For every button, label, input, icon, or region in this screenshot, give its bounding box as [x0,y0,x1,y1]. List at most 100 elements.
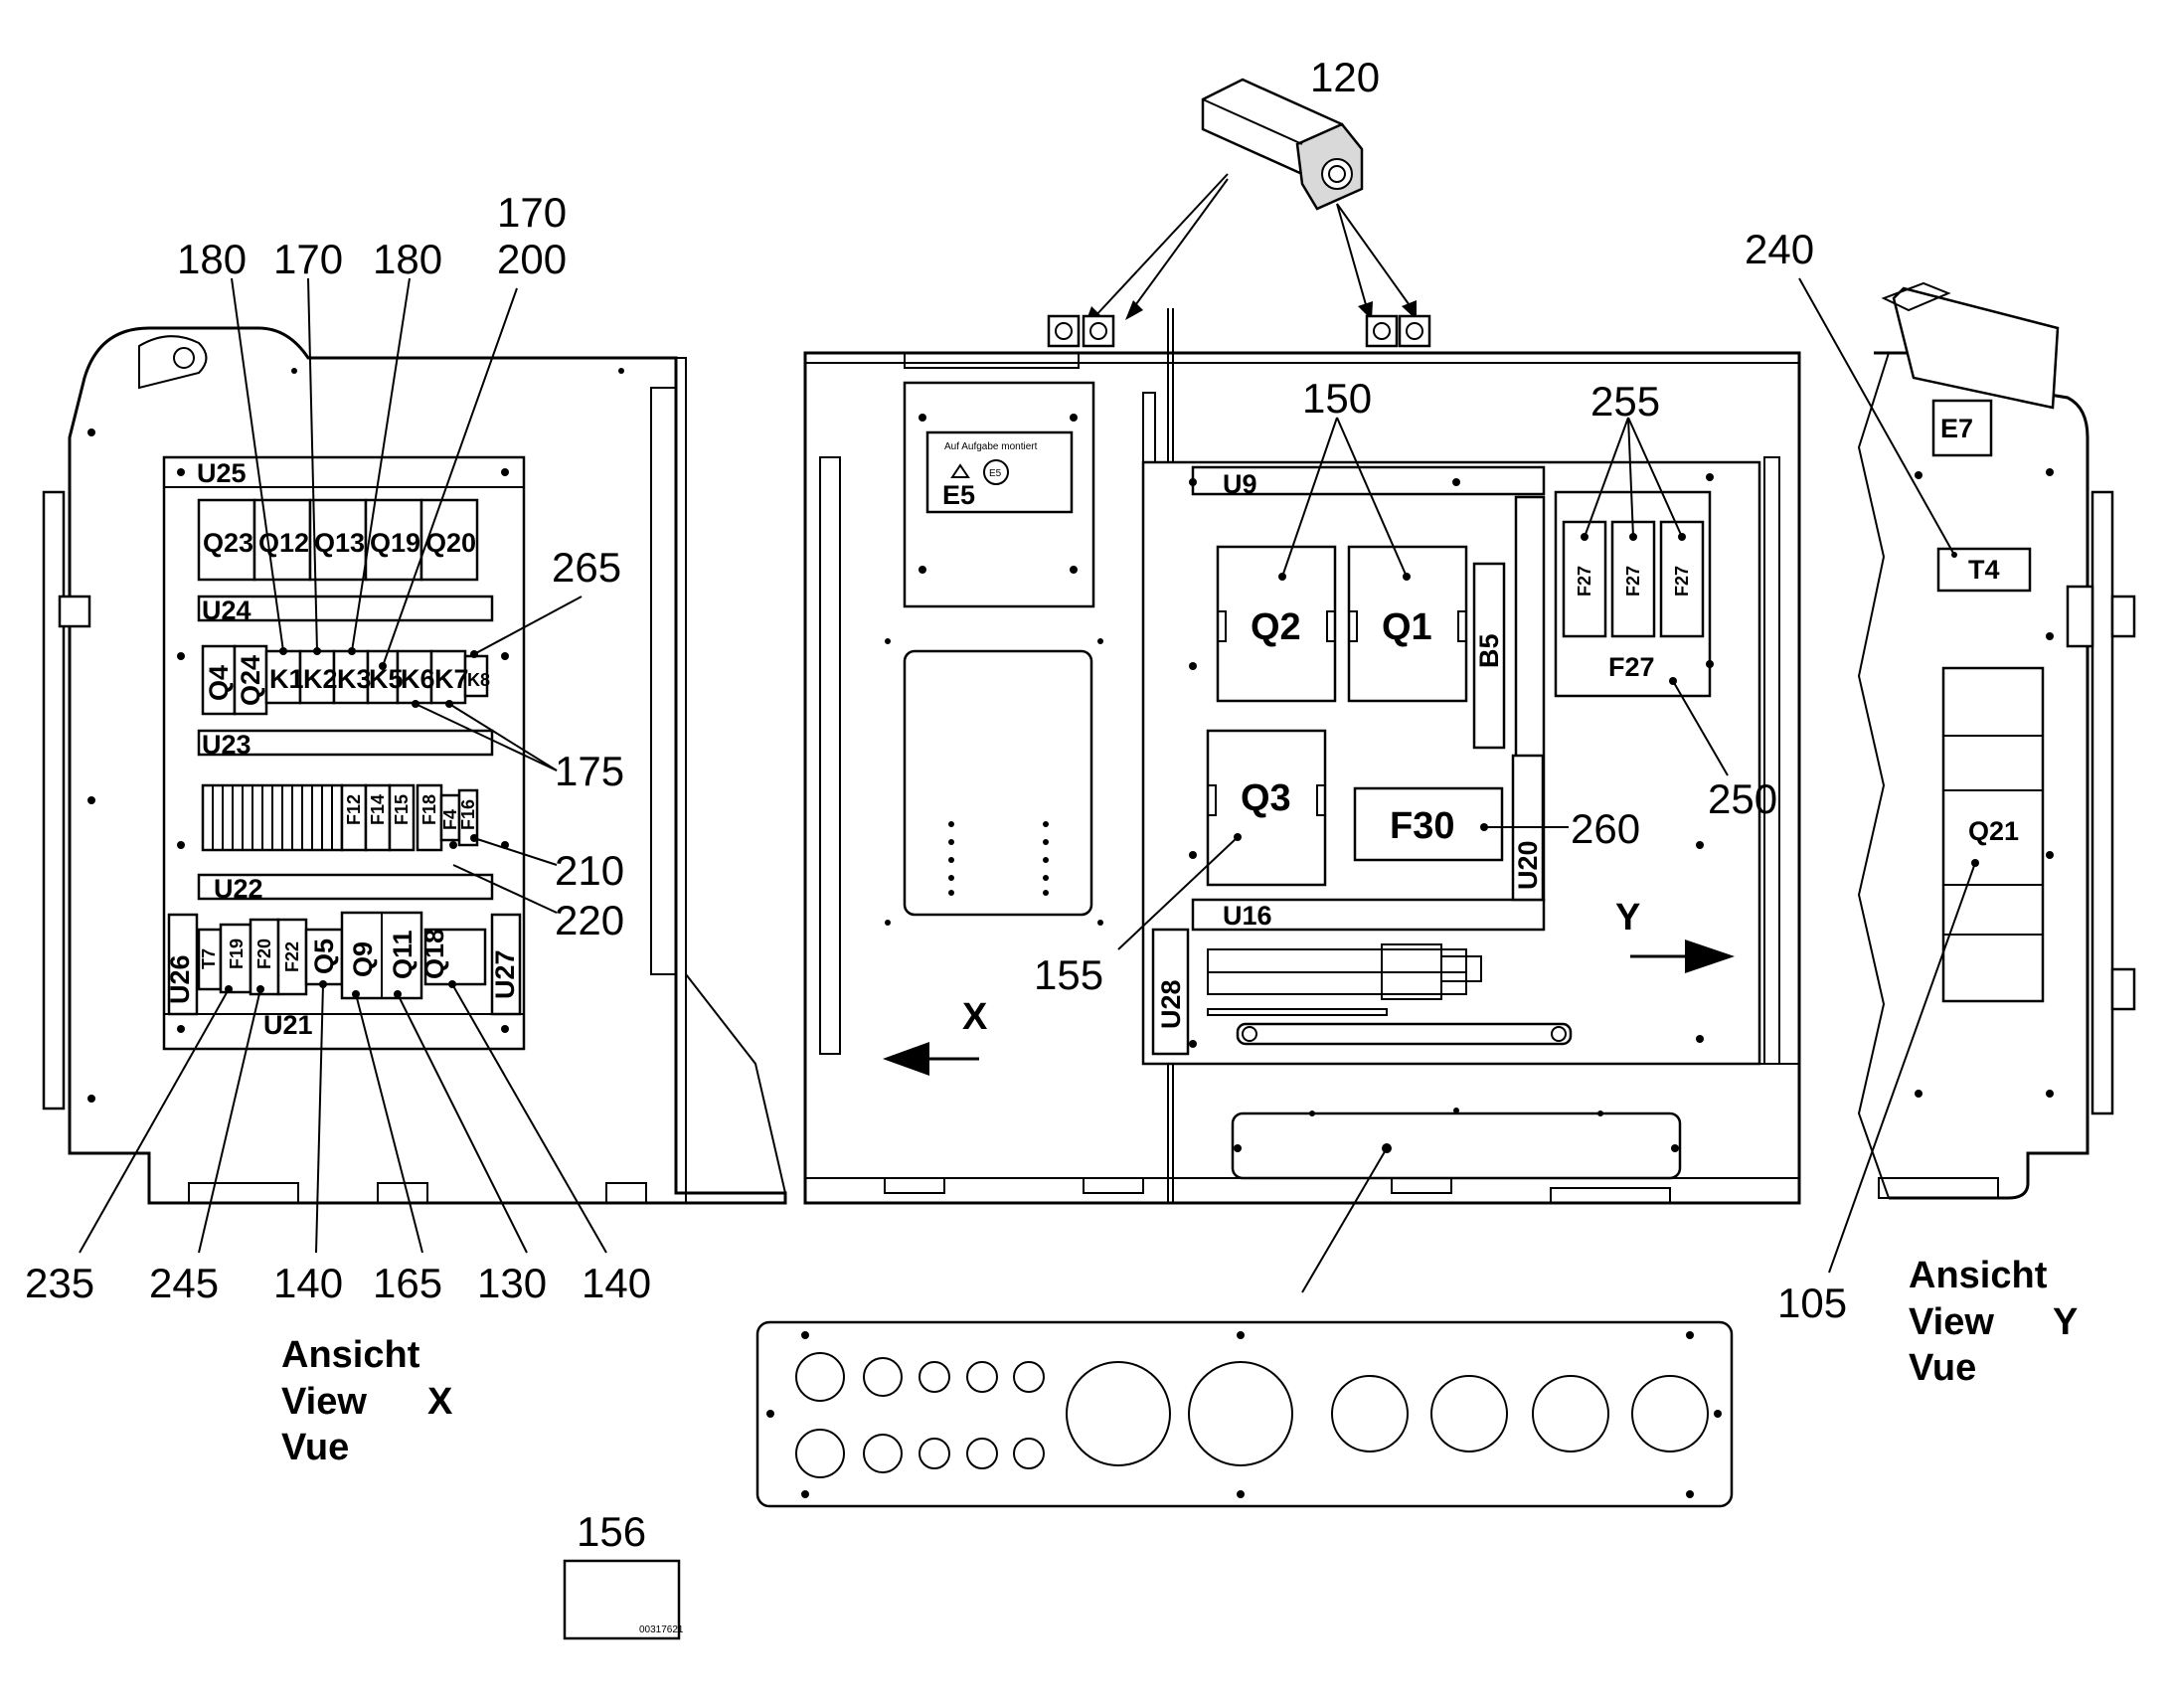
callout-156: 156 [577,1508,646,1555]
fuse-f18: F18 [419,794,439,825]
q2-label: Q2 [1251,606,1301,648]
k7-label: K7 [434,664,469,694]
caption-y-view: View [1909,1301,1994,1343]
callout-255: 255 [1590,378,1660,425]
view-x-screws [87,368,624,1103]
breaker-q19: Q19 [370,528,420,558]
callout-170b: 170 [497,189,567,236]
q24-label: Q24 [236,655,265,706]
k6-label: K6 [401,664,435,694]
fuse-f15: F15 [392,794,412,825]
f27c-label: F27 [1672,566,1692,597]
direction-arrows: X Y [883,897,1735,1076]
k8-label: K8 [467,670,490,690]
callout-245: 245 [149,1260,219,1306]
callout-210: 210 [555,847,624,894]
fuse-f4: F4 [440,809,460,830]
rail-u22: U22 [214,874,263,904]
f30-label: F30 [1390,805,1454,847]
callout-265: 265 [552,544,621,591]
breaker-q23: Q23 [203,528,253,558]
f27b-label: F27 [1623,566,1643,597]
u9-label: U9 [1223,469,1257,499]
rail-u24: U24 [202,596,251,625]
k2-label: K2 [303,664,338,694]
f27-main-label: F27 [1608,652,1655,682]
view-y-cabinet: E7 T4 Q21 [1857,281,2136,1200]
f19-label: F19 [227,939,247,969]
rail-u25: U25 [197,458,247,488]
view-x-cabinet: U25 U24 U23 U22 U21 U26 U27 Q23 Q12 Q13 … [42,326,787,1205]
breaker-q13: Q13 [314,528,365,558]
t7-label: T7 [199,948,219,969]
callout-140b: 140 [582,1260,651,1306]
q18-label: Q18 [419,929,449,979]
q11-label: Q11 [388,930,418,979]
fuse-f14: F14 [368,794,388,825]
e5-label: E5 [942,480,975,510]
callout-155: 155 [1034,951,1103,998]
callout-175: 175 [555,748,624,794]
callout-165: 165 [373,1260,442,1306]
q9-label: Q9 [348,941,378,977]
callout-250: 250 [1708,775,1777,822]
label-156-small: 00317621 [639,1624,684,1635]
callout-260: 260 [1571,805,1640,852]
callout-170a: 170 [273,236,343,282]
callout-140a: 140 [273,1260,343,1306]
rail-u23: U23 [202,730,251,760]
u28-label: U28 [1156,979,1186,1029]
e5-small-label: E5 [989,468,1002,479]
callout-180a: 180 [177,236,247,282]
callout-180b: 180 [373,236,442,282]
cable-gland-plate [755,1320,1734,1508]
k1-label: K1 [269,664,304,694]
q3-label: Q3 [1241,777,1291,819]
view-y-caption: Ansicht View Vue Y [1909,1255,2078,1389]
callout-235: 235 [25,1260,94,1306]
view-x-callouts: 180 170 180 170 200 265 175 210 220 235 … [25,189,651,1306]
view-y-callouts: 240 105 [1745,226,1976,1326]
top-breakers-row: Q23 Q12 Q13 Q19 Q20 [197,498,479,582]
fuse-f12: F12 [344,794,364,825]
caption-y-ansicht: Ansicht [1909,1255,2048,1296]
arrow-x-label: X [962,996,988,1038]
callout-120: 120 [1310,54,1380,100]
f22-label: F22 [282,941,302,972]
cable-entry-plate-inset [1231,1108,1682,1180]
u20-label: U20 [1513,840,1543,890]
k3-label: K3 [337,664,372,694]
q21-label: Q21 [1968,816,2019,846]
bottom-device-row: T7 F19 F20 F22 Q5 Q9 Q11 Q18 [197,911,487,1000]
view-x-caption: Ansicht View Vue X [281,1334,453,1468]
q1-label: Q1 [1382,606,1432,648]
label-plate-156: 00317621 156 [563,1508,684,1640]
rail-u27: U27 [490,949,520,999]
caption-y-vue: Vue [1909,1347,1976,1389]
main-cabinet: Auf Aufgabe montiert E5 E5 U9 U16 U20 U2… [803,308,1801,1205]
caption-y-letter: Y [2053,1301,2078,1343]
q5-label: Q5 [309,939,339,974]
callout-200: 200 [497,236,567,282]
b5-label: B5 [1474,633,1504,668]
caption-x-ansicht: Ansicht [281,1334,420,1376]
component-120: 120 [1047,54,1431,348]
caption-x-vue: Vue [281,1427,349,1468]
q4-label: Q4 [204,665,234,701]
u16-label: U16 [1223,901,1272,931]
fuse-row: F12 F14 F15 F18 F4 F16 [201,783,479,852]
t4-label: T4 [1968,555,2000,585]
callout-150: 150 [1302,375,1372,422]
e5-plate-text: Auf Aufgabe montiert [944,441,1038,452]
callout-240: 240 [1745,226,1814,272]
caption-x-letter: X [427,1381,453,1423]
callout-105: 105 [1777,1280,1847,1326]
callout-130: 130 [477,1260,547,1306]
e7-label: E7 [1940,414,1973,443]
arrow-y-label: Y [1615,897,1640,939]
rail-u21: U21 [263,1010,313,1040]
callout-220: 220 [555,897,624,943]
rail-u26: U26 [165,954,195,1004]
